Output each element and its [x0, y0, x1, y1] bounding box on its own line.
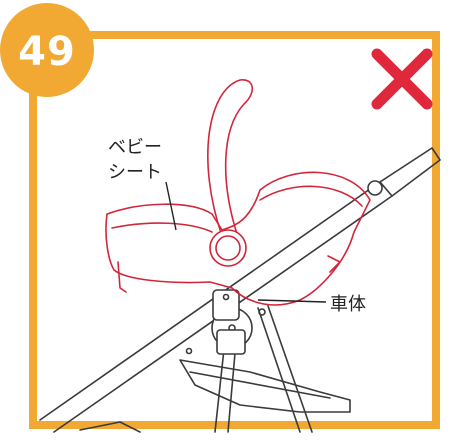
baby-seat-label-line1: ベビー: [108, 137, 162, 158]
body-label: 車体: [330, 294, 366, 315]
stroller-hub-bracket: [212, 289, 240, 321]
baby-seat: [105, 79, 371, 306]
frame-border: [29, 31, 440, 429]
step-badge-circle: [0, 3, 94, 97]
baby-seat-leader-line: [165, 181, 177, 231]
step-badge: 49: [0, 3, 94, 97]
stroller-body: [39, 147, 441, 433]
stroller-back-tube: [257, 305, 313, 433]
baby-seat-label-line2: シート: [108, 162, 162, 183]
stroller-wheel: [79, 421, 141, 433]
stroller-handle: [379, 147, 441, 197]
body-leader-line: [257, 299, 327, 303]
stroller-basket: [179, 359, 351, 413]
step-number: 49: [18, 29, 76, 75]
stroller-handle-joint: [367, 180, 383, 196]
baby-seat-shell: [105, 171, 371, 306]
cross-mark-icon: [371, 48, 433, 110]
baby-seat-handle: [207, 79, 253, 237]
stroller-front-tube: [214, 339, 237, 433]
